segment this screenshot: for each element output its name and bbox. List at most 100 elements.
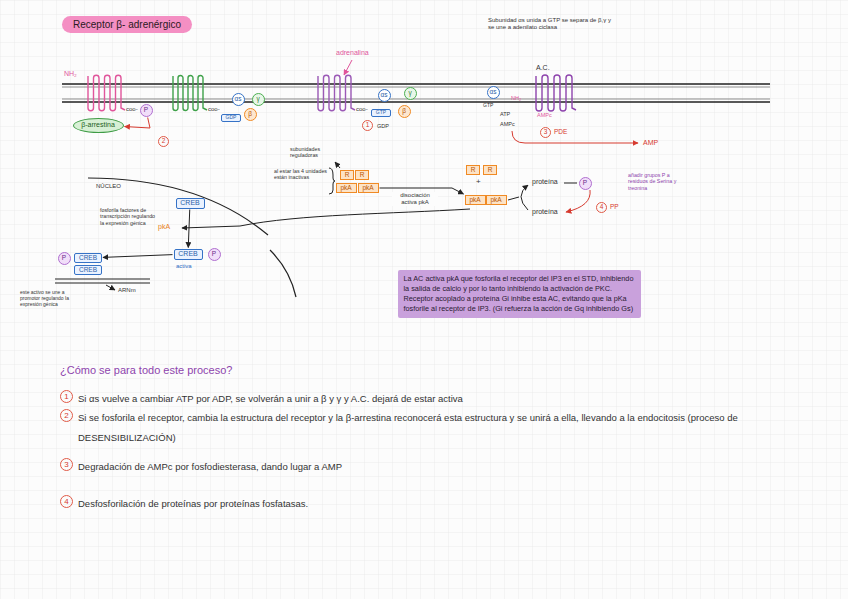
- node-text: P: [583, 179, 587, 186]
- molecule-box: GDP: [221, 114, 241, 122]
- molecule-box: CREB: [176, 198, 205, 209]
- subunit-circle: β: [398, 105, 411, 118]
- connector-arrow: [125, 118, 151, 129]
- node-text: CREB: [79, 266, 97, 273]
- annotation: PDE: [554, 128, 567, 136]
- kinase-box: pkA: [486, 195, 507, 205]
- annotation: AMPc: [500, 121, 515, 128]
- callout-number: 3: [540, 127, 551, 138]
- molecule-box: GTP: [371, 109, 391, 117]
- phosphorylation-arrow: [521, 185, 528, 210]
- node-text: CREB: [79, 254, 97, 261]
- annotation: AMPc: [537, 112, 552, 119]
- connector-arrow: [188, 210, 189, 248]
- annotation: ARNm: [118, 287, 136, 294]
- phosphatase-arrow: [566, 190, 590, 212]
- annotation: GDP: [377, 123, 389, 130]
- annotation: pkA: [158, 223, 170, 231]
- annotation: activa: [176, 263, 192, 270]
- node-text: γ: [408, 89, 411, 96]
- kinase-box: pkA: [465, 195, 486, 205]
- cell-membrane: [62, 84, 770, 102]
- annotation: ATP: [500, 111, 510, 118]
- nuclear-envelope: [88, 178, 268, 235]
- node-text: GTP: [376, 110, 386, 116]
- subunit-circle: αs: [232, 93, 245, 106]
- node-text: CREB: [178, 250, 197, 258]
- membrane-line: [62, 83, 770, 84]
- node-text: pkA: [490, 196, 501, 203]
- annotation: este activo se une a promotor regulando …: [20, 289, 72, 307]
- kinase-box: R: [483, 165, 497, 175]
- annotation: GTP: [483, 102, 493, 108]
- receptor-helix: [318, 75, 355, 110]
- annotation: Subunidad αs unida a GTP se separa de β,…: [488, 17, 613, 31]
- callout-number: 2: [158, 136, 169, 147]
- nuclear-envelope: [270, 250, 296, 297]
- connector-arrow: [103, 255, 173, 258]
- molecule-box: CREB: [74, 253, 102, 263]
- kinase-box: pkA: [336, 183, 357, 193]
- receptor-helix: [88, 75, 125, 110]
- callout-number: 4: [60, 495, 73, 508]
- phosphate-circle: P: [579, 177, 592, 190]
- title-pill: Receptor β- adrenérgico: [62, 16, 192, 33]
- leader-arrow: [335, 162, 340, 168]
- annotation: ¿Cómo se para todo este proceso?: [60, 364, 232, 377]
- title-text: Receptor β- adrenérgico: [73, 19, 181, 30]
- node-text: β: [248, 110, 252, 117]
- bond-line: [564, 183, 577, 184]
- annotation: NÚCLEO: [96, 183, 121, 190]
- kinase-box: R: [355, 170, 369, 180]
- node-text: αs: [489, 88, 496, 95]
- receptors: [88, 75, 576, 111]
- annotation: coo-: [356, 106, 368, 113]
- annotation: PP: [610, 203, 619, 211]
- ligand-arrow: [344, 60, 352, 75]
- annotation: proteína: [532, 178, 558, 186]
- kinase-box: pkA: [358, 183, 379, 193]
- subunit-circle: γ: [252, 93, 265, 106]
- protein-oval: β-arrestina: [73, 118, 124, 133]
- node-text: R: [360, 171, 365, 178]
- annotation: Desfosforilación de proteínas por proteí…: [78, 494, 308, 514]
- pka-translocation: [182, 209, 470, 228]
- kinase-box: R: [466, 165, 480, 175]
- node-text: β: [402, 107, 406, 114]
- annotation: fosforila factores de transcripción regu…: [100, 207, 156, 226]
- node-text: P: [62, 254, 66, 261]
- membrane-line: [62, 87, 770, 88]
- callout-number: 1: [362, 120, 373, 131]
- kinase-box: R: [340, 170, 354, 180]
- annotation: coo-: [208, 106, 220, 113]
- annotation: adrenalina: [336, 49, 369, 57]
- receptor-helix: [536, 75, 576, 111]
- brace: [329, 168, 335, 194]
- pde-arrow: [512, 131, 638, 143]
- phosphate-circle: P: [58, 252, 71, 265]
- callout-number: 1: [60, 390, 73, 403]
- annotation: al estar las 4 unidades están inactivas: [274, 168, 328, 181]
- subunit-circle: γ: [404, 87, 417, 100]
- subunit-circle: αs: [487, 86, 500, 99]
- edge-label: disociación activa pkA: [392, 192, 438, 206]
- annotation: añadir grupos P a residuos de Serina y t…: [628, 172, 690, 191]
- transcription-arrow: [106, 285, 115, 290]
- callout-number: 3: [60, 458, 73, 471]
- subunit-circle: β: [244, 108, 257, 121]
- node-text: αs: [234, 95, 241, 102]
- kinase-line: [508, 197, 519, 200]
- membrane-line: [62, 101, 770, 102]
- phosphate-circle: P: [140, 104, 153, 117]
- node-text: γ: [256, 95, 259, 102]
- phosphate-circle: P: [208, 248, 221, 261]
- annotation: proteína: [532, 208, 558, 216]
- node-text: αs: [380, 91, 387, 98]
- annotation: NH₂: [511, 95, 521, 102]
- annotation: Degradación de AMPc por fosfodiesterasa,…: [78, 457, 342, 477]
- node-text: P: [144, 106, 148, 113]
- dna-strand: [55, 283, 150, 284]
- annotation: coo-: [126, 106, 138, 113]
